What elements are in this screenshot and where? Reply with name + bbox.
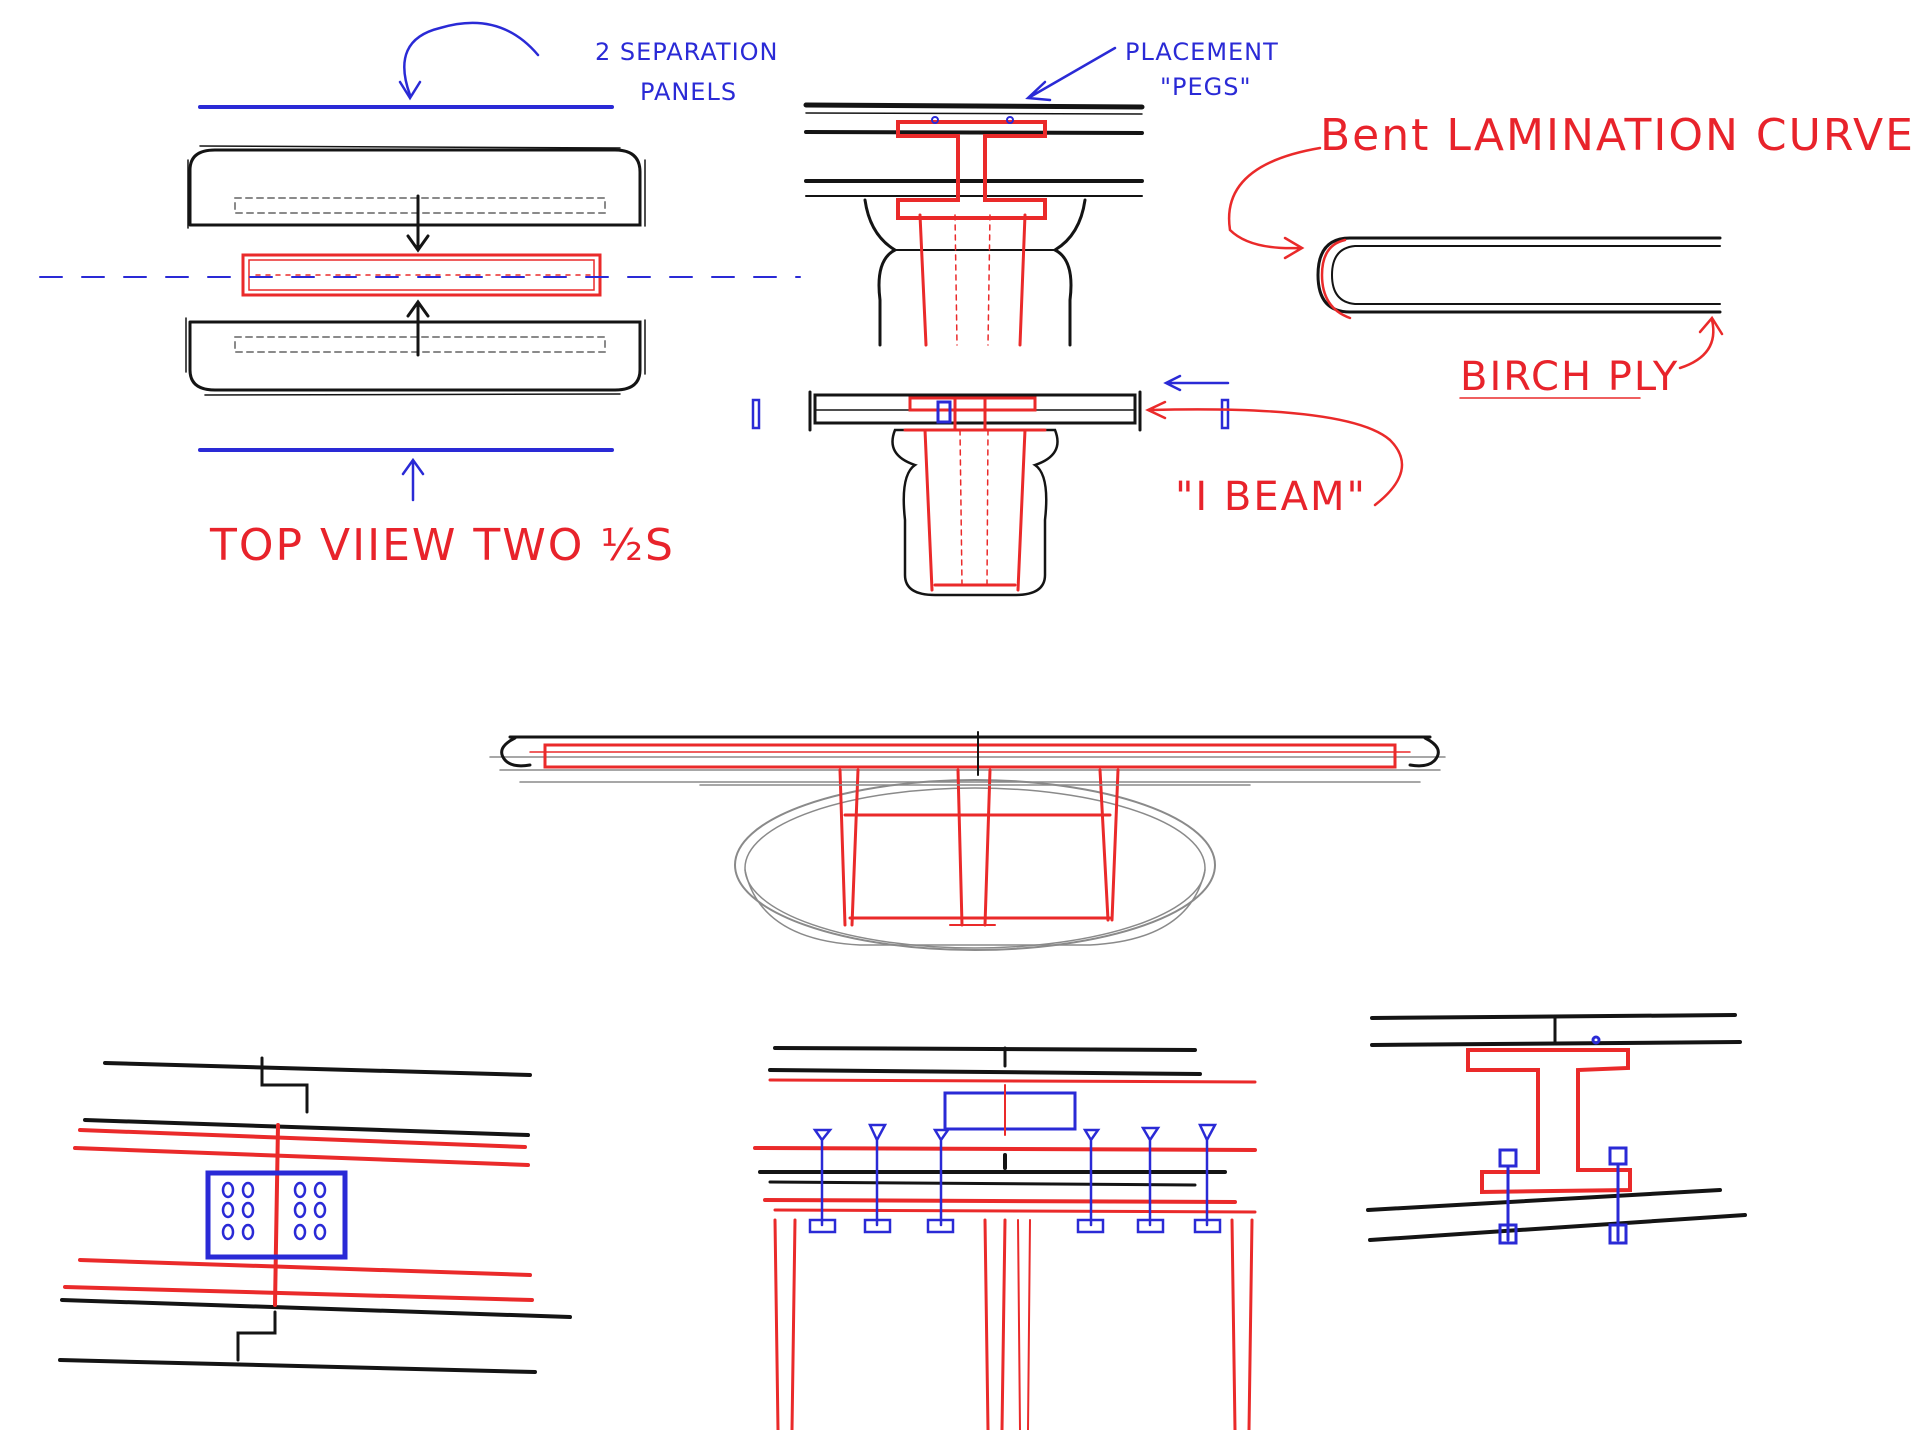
center-beam-top-view [241,253,602,297]
splice-plate-detail [58,1056,572,1374]
bolt-group [1498,1035,1628,1245]
separation-arrow [403,21,540,97]
birch-ply-arrow [1678,315,1724,370]
end-section-drawing [803,46,1145,347]
table-side-view-drawing [489,731,1446,951]
main-beam-side-view [543,743,1397,769]
bent-lamination-drawing [1227,146,1724,399]
separation-arrow-lower [401,457,425,502]
spring-bolt-detail [753,1046,1257,1430]
lamination-arrow [1227,146,1322,260]
splice-plate [205,1170,348,1260]
top-view-drawing [39,21,801,502]
slide-arrow [1163,374,1230,392]
pedestal-end-view [863,198,1087,347]
center-connector-plate [943,1091,1077,1131]
label-placement-pegs-1: PLACEMENT [1125,38,1279,66]
i-beam-assembly-drawing [751,374,1404,597]
label-birch-ply: BIRCH PLY [1460,354,1679,400]
pegs-arrow [1025,46,1117,102]
table-edge-right [1408,736,1440,768]
label-separation-panels-1: 2 SEPARATION [595,38,779,66]
label-placement-pegs-2: "PEGS" [1160,73,1252,101]
i-beam-section [896,120,1047,220]
label-separation-panels-2: PANELS [640,78,737,106]
table-half-upper [188,148,642,227]
spring-bolt-group [808,1123,1222,1234]
pedestal-section [891,428,1059,597]
i-beam-callout [1145,400,1404,507]
table-half-lower [188,320,642,392]
label-i-beam: "I BEAM" [1175,474,1367,520]
i-beam-bolt-detail [1366,1013,1747,1245]
table-edge-left [500,736,532,768]
label-top-view: TOP VIIEW TWO ½S [209,520,675,571]
i-beam-bolted [1466,1048,1632,1195]
lamination-curve-red [1320,238,1352,320]
label-bent-lamination: Bent LAMINATION CURVE [1320,110,1915,161]
lamination-curve-outer [1316,236,1722,314]
